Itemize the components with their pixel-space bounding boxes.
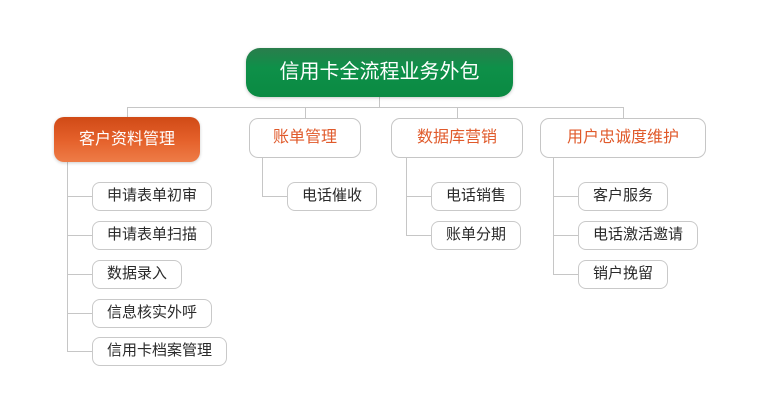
branch-loyalty-maintenance: 用户忠诚度维护 bbox=[540, 118, 706, 158]
leaf-node: 申请表单初审 bbox=[92, 182, 213, 211]
connector-line bbox=[67, 313, 92, 314]
branch-billing-management: 账单管理 bbox=[249, 118, 361, 158]
leaf-node: 销户挽留 bbox=[578, 260, 669, 289]
connector-line bbox=[457, 107, 458, 118]
connector-line bbox=[67, 162, 68, 351]
leaf-node: 申请表单扫描 bbox=[92, 221, 213, 250]
connector-line bbox=[262, 196, 287, 197]
leaf-node: 电话催收 bbox=[287, 182, 378, 211]
branch-database-marketing: 数据库营销 bbox=[391, 118, 523, 158]
connector-line bbox=[127, 107, 128, 118]
connector-line bbox=[262, 158, 263, 196]
connector-line bbox=[623, 107, 624, 118]
leaf-node: 账单分期 bbox=[431, 221, 522, 250]
connector-line bbox=[67, 274, 92, 275]
connector-line bbox=[553, 196, 578, 197]
connector-line bbox=[67, 196, 92, 197]
leaf-node: 电话销售 bbox=[431, 182, 522, 211]
root-node: 信用卡全流程业务外包 bbox=[246, 48, 513, 97]
branch-customer-data-management: 客户资料管理 bbox=[54, 117, 200, 162]
connector-line bbox=[553, 158, 554, 274]
leaf-node: 客户服务 bbox=[578, 182, 669, 211]
connector-line bbox=[379, 97, 380, 107]
leaf-node: 信用卡档案管理 bbox=[92, 337, 228, 366]
connector-line bbox=[406, 196, 431, 197]
connector-line bbox=[553, 274, 578, 275]
leaf-node: 电话激活邀请 bbox=[578, 221, 699, 250]
connector-line bbox=[67, 351, 92, 352]
leaf-node: 信息核实外呼 bbox=[92, 299, 213, 328]
connector-line bbox=[67, 235, 92, 236]
connector-line bbox=[305, 107, 306, 118]
leaf-node: 数据录入 bbox=[92, 260, 183, 289]
connector-line bbox=[127, 107, 624, 108]
connector-line bbox=[406, 235, 431, 236]
connector-line bbox=[553, 235, 578, 236]
